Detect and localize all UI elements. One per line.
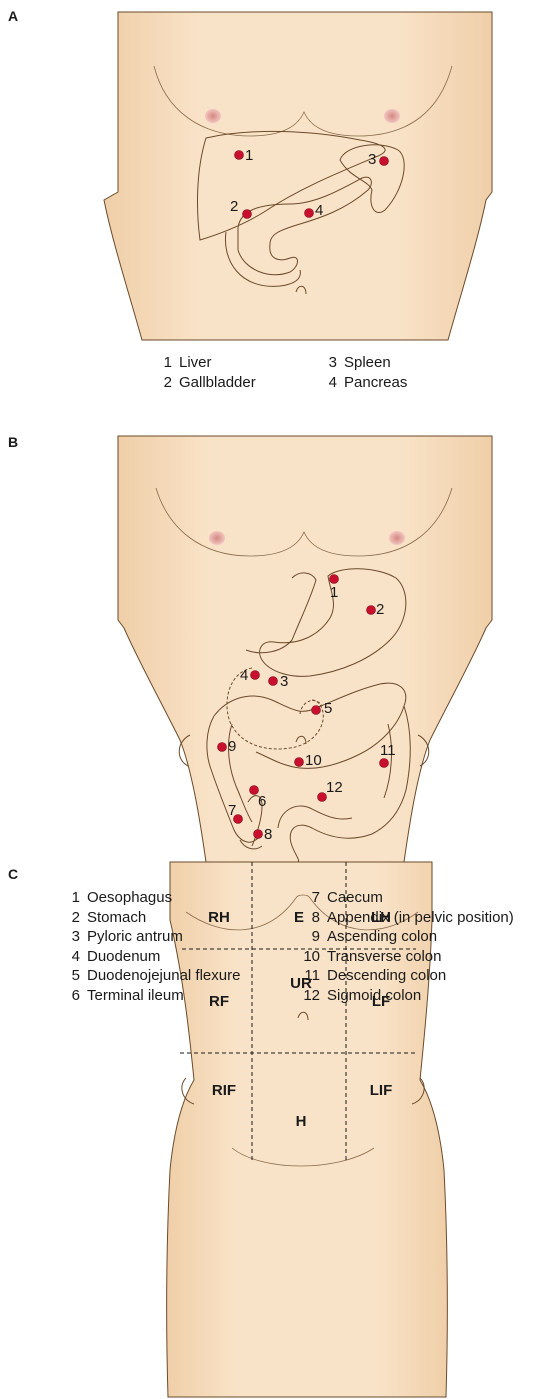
marker-a-num-3: 3 (368, 151, 376, 168)
legend-label: Oesophagus (87, 888, 172, 908)
marker-b-3 (269, 677, 278, 686)
legend-item: 3 Spleen (325, 353, 407, 373)
marker-b-num-5: 5 (324, 700, 332, 717)
legend-item: 7 Caecum (300, 888, 514, 908)
legend-num: 7 (300, 888, 320, 908)
marker-b-num-8: 8 (264, 826, 272, 843)
marker-a-pancreas (305, 209, 314, 218)
legend-num: 5 (68, 966, 80, 986)
legend-item: 6 Terminal ileum (68, 986, 240, 1006)
legend-num: 9 (300, 927, 320, 947)
legend-item: 3 Pyloric antrum (68, 927, 240, 947)
legend-item: 1 Oesophagus (68, 888, 240, 908)
marker-b-num-12: 12 (326, 779, 343, 796)
nipple-a-left (384, 109, 400, 123)
nipple-b-right (209, 531, 225, 545)
nipple-b-left (389, 531, 405, 545)
legend-label: Duodenojejunal flexure (87, 966, 240, 986)
legend-label: Transverse colon (327, 947, 442, 967)
legend-num: 11 (300, 966, 320, 986)
legend-num: 2 (68, 908, 80, 928)
marker-b-num-4: 4 (240, 667, 248, 684)
legend-num: 1 (68, 888, 80, 908)
marker-b-11 (380, 759, 389, 768)
legend-label: Ascending colon (327, 927, 437, 947)
legend-label: Duodenum (87, 947, 160, 967)
torso-a-body (104, 12, 492, 340)
legend-item: 10 Transverse colon (300, 947, 514, 967)
region-lif: LIF (370, 1082, 393, 1099)
legend-item: 11 Descending colon (300, 966, 514, 986)
legend-item: 4 Duodenum (68, 947, 240, 967)
torso-b (118, 436, 492, 862)
legend-num: 8 (300, 908, 320, 928)
marker-b-num-2: 2 (376, 601, 384, 618)
marker-b-num-3: 3 (280, 673, 288, 690)
marker-b-num-9: 9 (228, 738, 236, 755)
marker-b-num-7: 7 (228, 802, 236, 819)
marker-b-8 (254, 830, 263, 839)
legend-a-col-1: 1 Liver 2 Gallbladder (160, 353, 256, 392)
marker-b-1 (330, 575, 339, 584)
legend-num: 4 (68, 947, 80, 967)
legend-label: Pancreas (344, 373, 407, 393)
legend-label: Gallbladder (179, 373, 256, 393)
marker-b-num-11: 11 (380, 742, 396, 759)
legend-item: 2 Stomach (68, 908, 240, 928)
marker-b-5 (312, 706, 321, 715)
legend-label: Caecum (327, 888, 383, 908)
legend-label: Pyloric antrum (87, 927, 183, 947)
legend-item: 4 Pancreas (325, 373, 407, 393)
marker-b-2 (367, 606, 376, 615)
region-h: H (296, 1113, 307, 1130)
legend-label: Spleen (344, 353, 391, 373)
marker-b-10 (295, 758, 304, 767)
marker-b-num-1: 1 (330, 584, 338, 601)
legend-item: 5 Duodenojejunal flexure (68, 966, 240, 986)
legend-num: 3 (325, 353, 337, 373)
marker-b-num-10: 10 (305, 752, 322, 769)
legend-num: 2 (160, 373, 172, 393)
legend-label: Descending colon (327, 966, 446, 986)
legend-label: Appendix (in pelvic position) (327, 908, 514, 928)
legend-item: 2 Gallbladder (160, 373, 256, 393)
legend-num: 4 (325, 373, 337, 393)
legend-item: 8 Appendix (in pelvic position) (300, 908, 514, 928)
torso-a (104, 12, 492, 340)
legend-num: 1 (160, 353, 172, 373)
marker-a-liver (235, 151, 244, 160)
legend-a-col-2: 3 Spleen 4 Pancreas (325, 353, 407, 392)
legend-label: Liver (179, 353, 212, 373)
marker-a-spleen (380, 157, 389, 166)
legend-item: 1 Liver (160, 353, 256, 373)
region-rif: RIF (212, 1082, 236, 1099)
torso-b-body (118, 436, 492, 862)
nipple-a-right (205, 109, 221, 123)
marker-a-gallbladder (243, 210, 252, 219)
marker-a-num-4: 4 (315, 202, 323, 219)
legend-num: 6 (68, 986, 80, 1006)
legend-item: 12 Sigmoid colon (300, 986, 514, 1006)
legend-label: Stomach (87, 908, 146, 928)
legend-num: 3 (68, 927, 80, 947)
marker-a-num-1: 1 (245, 147, 253, 164)
marker-a-num-2: 2 (230, 198, 238, 215)
marker-b-9 (218, 743, 227, 752)
legend-label: Sigmoid colon (327, 986, 421, 1006)
legend-b-col-2: 7 Caecum 8 Appendix (in pelvic position) 9… (300, 888, 514, 1005)
legend-num: 10 (300, 947, 320, 967)
legend-item: 9 Ascending colon (300, 927, 514, 947)
legend-label: Terminal ileum (87, 986, 184, 1006)
marker-b-4 (251, 671, 260, 680)
marker-b-num-6: 6 (258, 793, 266, 810)
legend-num: 12 (300, 986, 320, 1006)
